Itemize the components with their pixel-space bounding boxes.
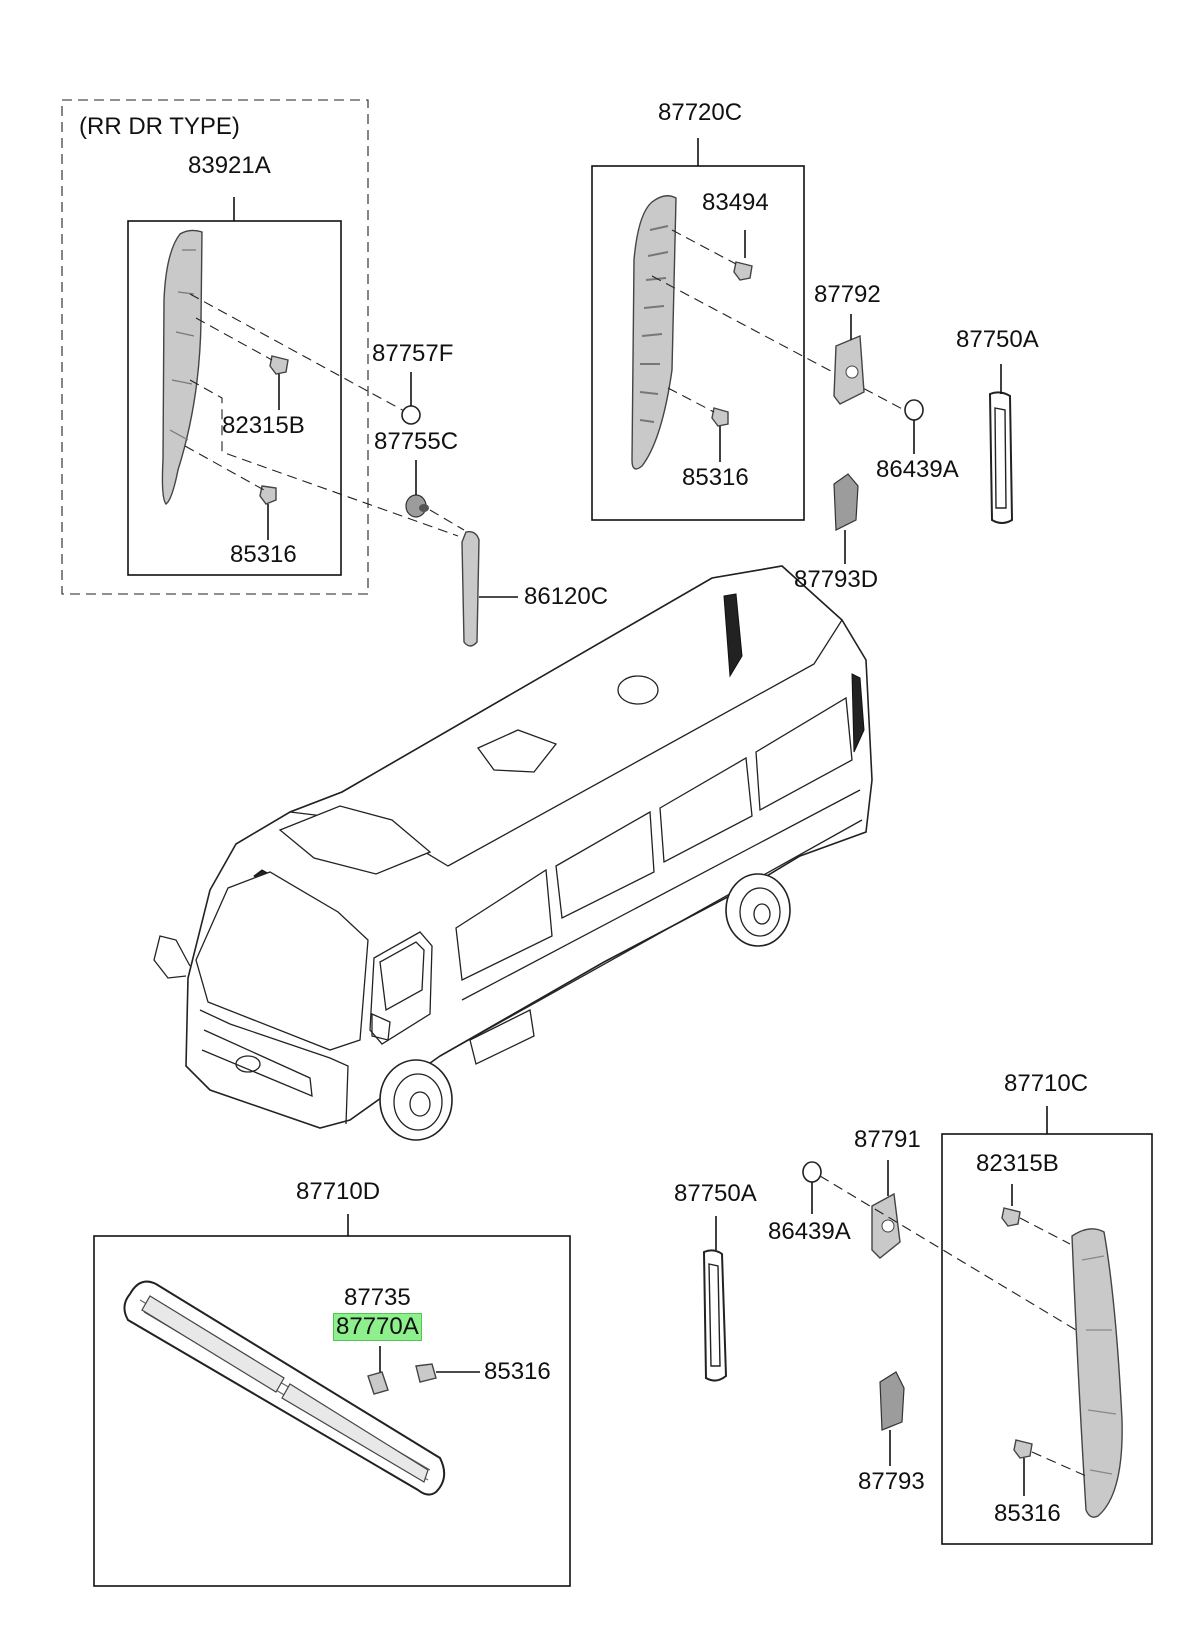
pad-87793D[interactable] [833, 473, 859, 531]
garnish-87710D-part[interactable] [123, 1280, 446, 1496]
label-87791[interactable]: 87791 [854, 1126, 921, 1153]
trim-83921A-part[interactable] [161, 229, 203, 505]
label-87720C[interactable]: 87720C [658, 99, 743, 126]
ring-86439A-bottom[interactable] [802, 1161, 822, 1183]
clip-87770A[interactable] [367, 1371, 389, 1395]
label-86439A-top[interactable]: 86439A [876, 456, 959, 483]
grommet-87755C[interactable] [405, 494, 429, 518]
trim-87710C-part[interactable] [1071, 1228, 1123, 1518]
label-87710D[interactable]: 87710D [296, 1178, 381, 1205]
rear-wheel [725, 873, 791, 947]
lamp-86120C[interactable] [461, 530, 480, 647]
label-83921A[interactable]: 83921A [188, 152, 271, 179]
clip-82315B-left[interactable] [269, 355, 289, 375]
label-82315B-left[interactable]: 82315B [222, 412, 305, 439]
label-85316-bottom[interactable]: 85316 [484, 1358, 551, 1385]
frame-87750A-bottom[interactable] [702, 1249, 728, 1382]
label-87793[interactable]: 87793 [858, 1468, 925, 1495]
label-85316-left[interactable]: 85316 [230, 541, 297, 568]
clip-85316-right[interactable] [1013, 1439, 1033, 1459]
label-87710C[interactable]: 87710C [1004, 1070, 1089, 1097]
group-83921A-frame [127, 220, 342, 576]
variant-label: (RR DR TYPE) [79, 113, 240, 140]
group-87710C-frame [941, 1133, 1153, 1545]
pad-87793[interactable] [879, 1371, 905, 1431]
label-87735[interactable]: 87735 [344, 1284, 411, 1311]
pad-87791[interactable] [871, 1192, 901, 1259]
clip-85316-bottom[interactable] [415, 1363, 437, 1383]
label-86120C[interactable]: 86120C [524, 583, 609, 610]
front-wheel [379, 1059, 453, 1141]
label-87750A-top[interactable]: 87750A [956, 326, 1039, 353]
frame-87750A-top[interactable] [988, 391, 1014, 524]
label-87755C[interactable]: 87755C [374, 428, 459, 455]
pad-87792[interactable] [833, 334, 865, 405]
clip-83494[interactable] [733, 261, 753, 281]
label-85316-top[interactable]: 85316 [682, 464, 749, 491]
clip-85316-left[interactable] [259, 485, 277, 505]
label-86439A-bottom[interactable]: 86439A [768, 1218, 851, 1245]
clip-82315B-right[interactable] [1001, 1207, 1021, 1227]
label-85316-right[interactable]: 85316 [994, 1500, 1061, 1527]
clip-85316-top[interactable] [711, 407, 729, 427]
label-87770A-highlighted[interactable]: 87770A [333, 1313, 422, 1341]
label-87750A-bottom[interactable]: 87750A [674, 1180, 757, 1207]
label-87792[interactable]: 87792 [814, 281, 881, 308]
label-87757F[interactable]: 87757F [372, 340, 454, 367]
rr-dr-type-dashed-frame [61, 99, 369, 595]
group-87710D-frame [93, 1235, 571, 1587]
label-87793D[interactable]: 87793D [794, 566, 879, 593]
label-83494[interactable]: 83494 [702, 189, 769, 216]
label-82315B-right[interactable]: 82315B [976, 1150, 1059, 1177]
trim-87720C-part[interactable] [631, 195, 677, 470]
ring-86439A-top[interactable] [904, 399, 924, 421]
bus-illustration [153, 565, 873, 1141]
ring-87757F[interactable] [401, 405, 421, 425]
